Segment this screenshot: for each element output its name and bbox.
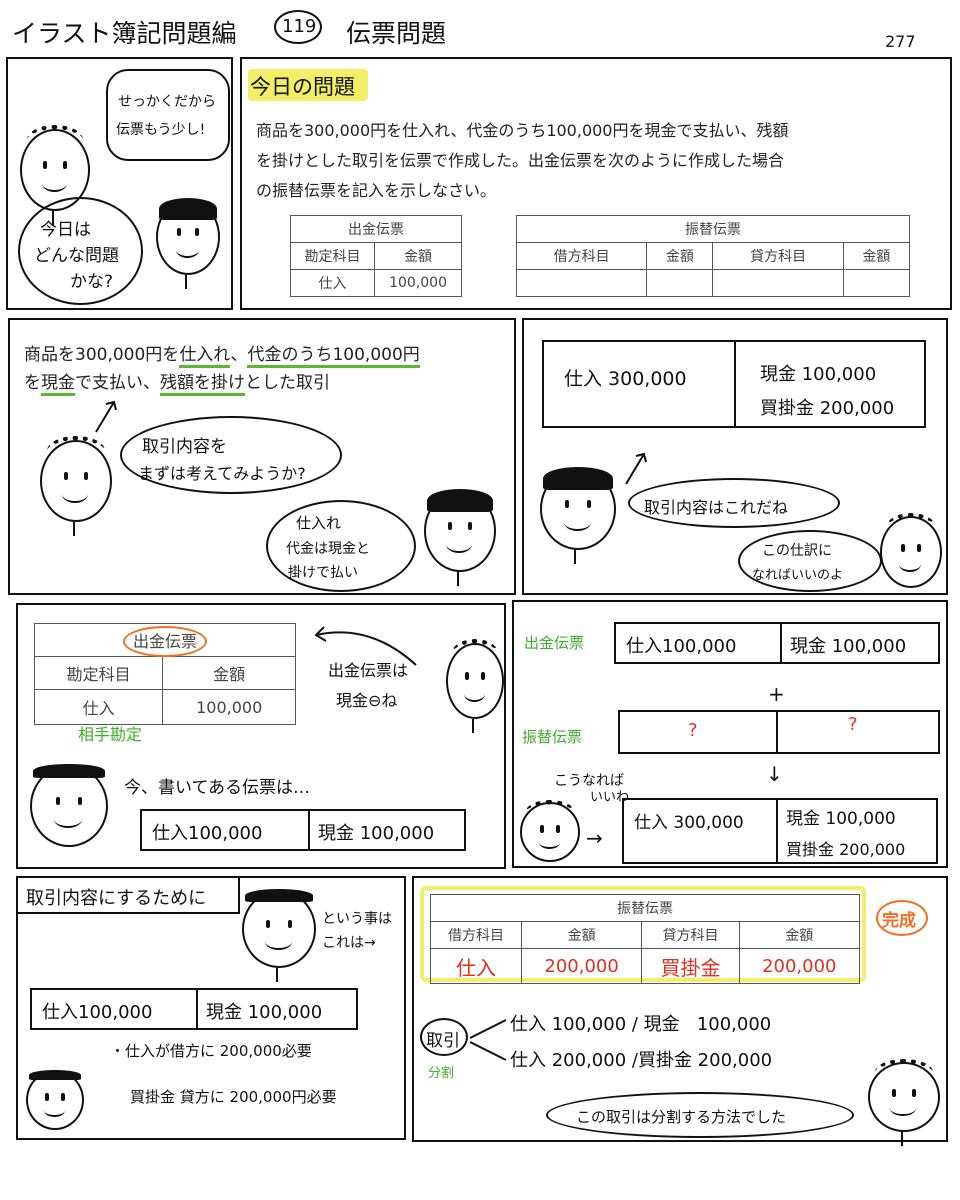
panel-problem: 今日の問題 商品を300,000円を仕入れ、代金のうち100,000円を現金で支… (240, 57, 952, 310)
arrow-up-icon (625, 452, 647, 485)
journal-credit-cash: 現金 100,000 (760, 364, 877, 385)
conclusion-bubble: この取引は分割する方法でした (546, 1092, 854, 1138)
speech-bubble-top: せっかくだから 伝票もう少し! (106, 69, 230, 161)
unknown-debit: ? (688, 720, 698, 741)
label-furikae: 振替伝票 (522, 728, 583, 746)
journal-box: 仕入 300,000 現金 100,000 買掛金 200,000 (542, 340, 926, 428)
side-note-2: 現金⊖ね (336, 691, 398, 710)
wish-text-2: いいわ (590, 790, 630, 805)
split-entry-1: 仕入 100,000 / 現金 100,000 (510, 1014, 772, 1035)
current-entry-box: 仕入100,000 現金 100,000 (140, 809, 466, 851)
page-number: 277 (885, 32, 916, 51)
arrow-up-icon (95, 400, 117, 433)
complete-stamp (876, 900, 928, 936)
transaction-circle (420, 1018, 468, 1056)
character-curly-face (40, 435, 112, 536)
plus-sign: + (768, 682, 785, 706)
panel-intro: せっかくだから 伝票もう少し! 今日は どんな問題 かな? (6, 57, 233, 310)
requirements-heading-box (18, 878, 240, 914)
problem-text-line1: 商品を300,000円を仕入れ、代金のうち100,000円を現金で支払い、残額 (256, 121, 789, 140)
result-entry-box: 仕入 300,000 現金 100,000 買掛金 200,000 (622, 798, 938, 864)
header-title: イラスト簿記問題編 (12, 19, 237, 48)
journal-credit-payable: 買掛金 200,000 (760, 398, 895, 419)
shukkin-entry-box: 仕入100,000 現金 100,000 (614, 622, 940, 664)
character-flat-face (424, 488, 496, 586)
arrow-right-icon: → (586, 826, 603, 850)
character-curly-face (880, 512, 942, 588)
wish-text-1: こうなれば (554, 773, 624, 789)
split-entry-2: 仕入 200,000 /買掛金 200,000 (510, 1050, 773, 1071)
furikae-entry-box: ? ? (618, 710, 940, 754)
transaction-line2: を現金で支払い、残額を掛けとした取引 (24, 368, 330, 396)
character-flat-face (26, 1069, 84, 1130)
panel-transaction-analysis: 商品を300,000円を仕入れ、代金のうち100,000円 を現金で支払い、残額… (8, 318, 516, 595)
heading-highlight (248, 69, 368, 101)
problem-text-line3: の振替伝票を記入を示しなさい。 (256, 181, 497, 200)
transaction-circle-label: 取引 (426, 1031, 460, 1051)
side-note-1: 出金伝票は (328, 661, 409, 680)
character-curly-face (446, 639, 504, 733)
arrow-down-icon: ↓ (766, 762, 783, 786)
speech-bubble-bottom: 今日は どんな問題 かな? (18, 197, 143, 305)
header-subtitle: 伝票問題 (346, 19, 447, 48)
split-label: 分割 (428, 1066, 455, 1081)
arrow-left-icon (314, 626, 417, 666)
branch-lines (469, 1019, 507, 1061)
journal-debit: 仕入 300,000 (564, 368, 687, 390)
answer-furikae-slip: 振替伝票 借方科目金額貸方科目金額 仕入 200,000 買掛金 200,000 (430, 894, 861, 984)
character-flat-face (242, 889, 316, 982)
character-curly-face (868, 1058, 940, 1146)
problem-heading: 今日の問題 (250, 75, 355, 99)
contra-account-note: 相手勘定 (78, 725, 143, 744)
requirement-note-2: 買掛金 貸方に 200,000円必要 (130, 1088, 337, 1106)
requirements-bubble-1: という事は (322, 911, 392, 927)
requirements-entry-box: 仕入100,000 現金 100,000 (30, 988, 358, 1030)
current-slip-caption: 今、書いてある伝票は… (124, 778, 310, 798)
speech-bubble-this: 取引内容はこれだね (628, 478, 840, 528)
panel-journal-entry: 仕入 300,000 現金 100,000 買掛金 200,000 取引内容はこ… (522, 318, 948, 595)
panel-requirements: 取引内容にするために という事は これは→ 仕入100,000 現金 100,0… (16, 876, 406, 1140)
character-flat-face (30, 763, 108, 847)
speech-bubble-summary: 仕入れ 代金は現金と 掛けで払い (266, 500, 416, 592)
unknown-credit: ? (848, 714, 858, 735)
panel-answer: 振替伝票 借方科目金額貸方科目金額 仕入 200,000 買掛金 200,000… (412, 876, 948, 1146)
complete-stamp-text: 完成 (882, 911, 916, 931)
character-flat-face (156, 198, 220, 289)
transaction-line1: 商品を300,000円を仕入れ、代金のうち100,000円 (24, 340, 420, 368)
requirements-bubble-2: これは→ (322, 935, 376, 951)
shukkin-title-circled: 出金伝票 (122, 626, 207, 657)
header-number: 119 (282, 16, 317, 37)
problem-text-line2: を掛けとした取引を伝票で作成した。出金伝票を次のように作成した場合 (256, 151, 785, 170)
speech-bubble-think: 取引内容を まずは考えてみようか? (120, 416, 342, 494)
requirements-heading: 取引内容にするために (26, 888, 207, 909)
panel-slip-combination: 出金伝票 仕入100,000 現金 100,000 + 振替伝票 ? ? ↓ こ… (512, 600, 948, 868)
requirement-note-1: ・仕入が借方に 200,000必要 (110, 1042, 312, 1060)
speech-bubble-goal: この仕訳に なればいいのよ (738, 530, 882, 592)
header-number-circle (274, 10, 322, 44)
character-flat-face (540, 466, 616, 564)
problem-furikae-slip: 振替伝票 借方科目金額貸方科目金額 (515, 215, 911, 297)
character-curly-face (520, 799, 580, 862)
label-shukkin: 出金伝票 (524, 634, 585, 652)
